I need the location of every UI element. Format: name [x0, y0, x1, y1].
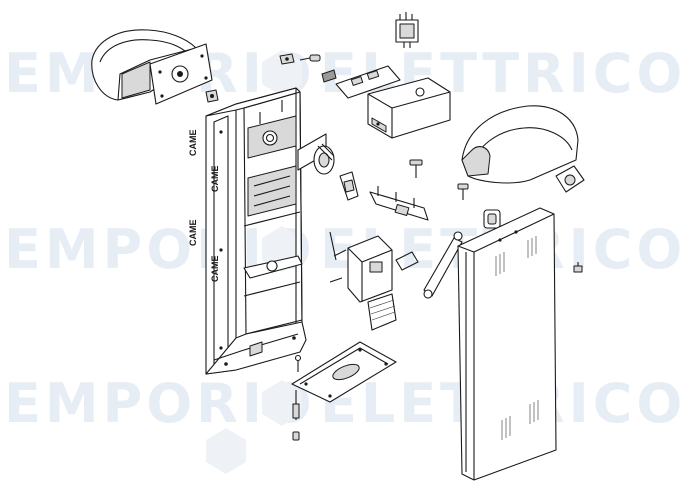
- lock-cover: [555, 165, 585, 193]
- watermark-row-3-left: EMPORIO: [4, 372, 316, 435]
- watermark-hexagon-3: [262, 380, 302, 426]
- brand-logos: CAME CAME CAME CAME: [188, 130, 220, 283]
- cable-gland: [483, 209, 501, 229]
- watermark-hexagon-4: [206, 428, 246, 474]
- top-cover-arch: [461, 105, 579, 184]
- brand-logo-4: CAME: [210, 256, 220, 283]
- door-vent-bottom: [501, 400, 539, 440]
- limit-switch-bracket: [369, 186, 429, 221]
- barrier-cabinet-frame: [205, 87, 307, 375]
- transformer: [395, 12, 419, 48]
- watermark-layer: EMPORIO ELETTRICO EMPORIO ELETTRICO EMPO…: [4, 42, 682, 474]
- small-screws-top: [279, 53, 321, 65]
- anchor-base-plate: [291, 341, 397, 441]
- motor-cover-assembly: [91, 29, 219, 105]
- door-vent-top: [495, 236, 537, 276]
- small-nut-right: [573, 262, 583, 273]
- fixing-bolts-middle: [409, 159, 469, 200]
- control-box: [367, 77, 451, 139]
- front-door-panel: [457, 207, 557, 481]
- control-board: [321, 65, 401, 99]
- arm-lever: [423, 231, 463, 299]
- brand-logo-3: CAME: [188, 220, 198, 247]
- brand-logo-1: CAME: [188, 130, 198, 157]
- output-shaft: [297, 133, 359, 201]
- brand-logo-2: CAME: [210, 166, 220, 193]
- gearmotor: [329, 231, 419, 331]
